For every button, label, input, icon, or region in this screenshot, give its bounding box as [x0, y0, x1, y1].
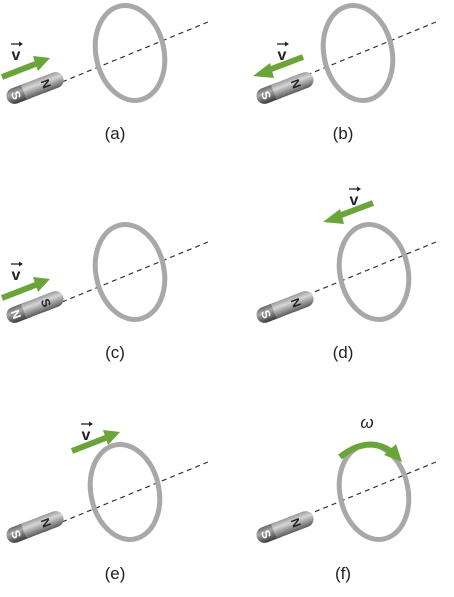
- panel-c: N S v: [0, 222, 209, 323]
- caption-a: (a): [104, 124, 126, 143]
- bar-magnet-icon: S N: [256, 511, 314, 543]
- velocity-label: v: [350, 192, 359, 209]
- axis-line: [289, 241, 437, 303]
- panel-a: S N v: [0, 3, 209, 104]
- velocity-arrow: [253, 54, 305, 78]
- wire-loop: [320, 3, 396, 103]
- caption-b: (b): [332, 124, 354, 143]
- bar-magnet-icon: N S: [6, 291, 64, 323]
- bar-magnet-icon: S N: [256, 291, 314, 323]
- wire-loop: [87, 442, 163, 542]
- velocity-label: v: [12, 267, 21, 284]
- velocity-arrow: [0, 56, 50, 80]
- axis-line: [61, 241, 209, 303]
- wire-loop: [92, 3, 168, 103]
- wire-loop: [92, 222, 168, 322]
- panel-b: S N v: [253, 3, 437, 104]
- bar-magnet-icon: S N: [6, 72, 64, 104]
- velocity-label: v: [82, 427, 91, 444]
- axis-line: [289, 21, 437, 83]
- velocity-arrow: [70, 430, 120, 454]
- axis-line: [61, 21, 209, 83]
- panel-e: S N v: [6, 421, 209, 543]
- bar-magnet-icon: S N: [6, 511, 64, 543]
- caption-d: (d): [332, 343, 354, 362]
- velocity-label: v: [278, 47, 287, 64]
- bar-magnet-icon: S N: [256, 72, 314, 104]
- panel-d: S N v: [256, 186, 437, 323]
- rotation-arrow: [338, 441, 402, 462]
- velocity-arrow: [0, 277, 50, 301]
- velocity-label: v: [12, 47, 21, 64]
- caption-f: (f): [334, 564, 352, 583]
- panel-f: S N ω: [256, 413, 437, 543]
- caption-c: (c): [105, 343, 125, 362]
- axis-line: [61, 461, 209, 523]
- angular-velocity-label: ω: [360, 413, 373, 432]
- caption-e: (e): [104, 564, 126, 583]
- velocity-arrow: [323, 200, 375, 224]
- wire-loop: [336, 222, 412, 322]
- axis-line: [289, 461, 437, 523]
